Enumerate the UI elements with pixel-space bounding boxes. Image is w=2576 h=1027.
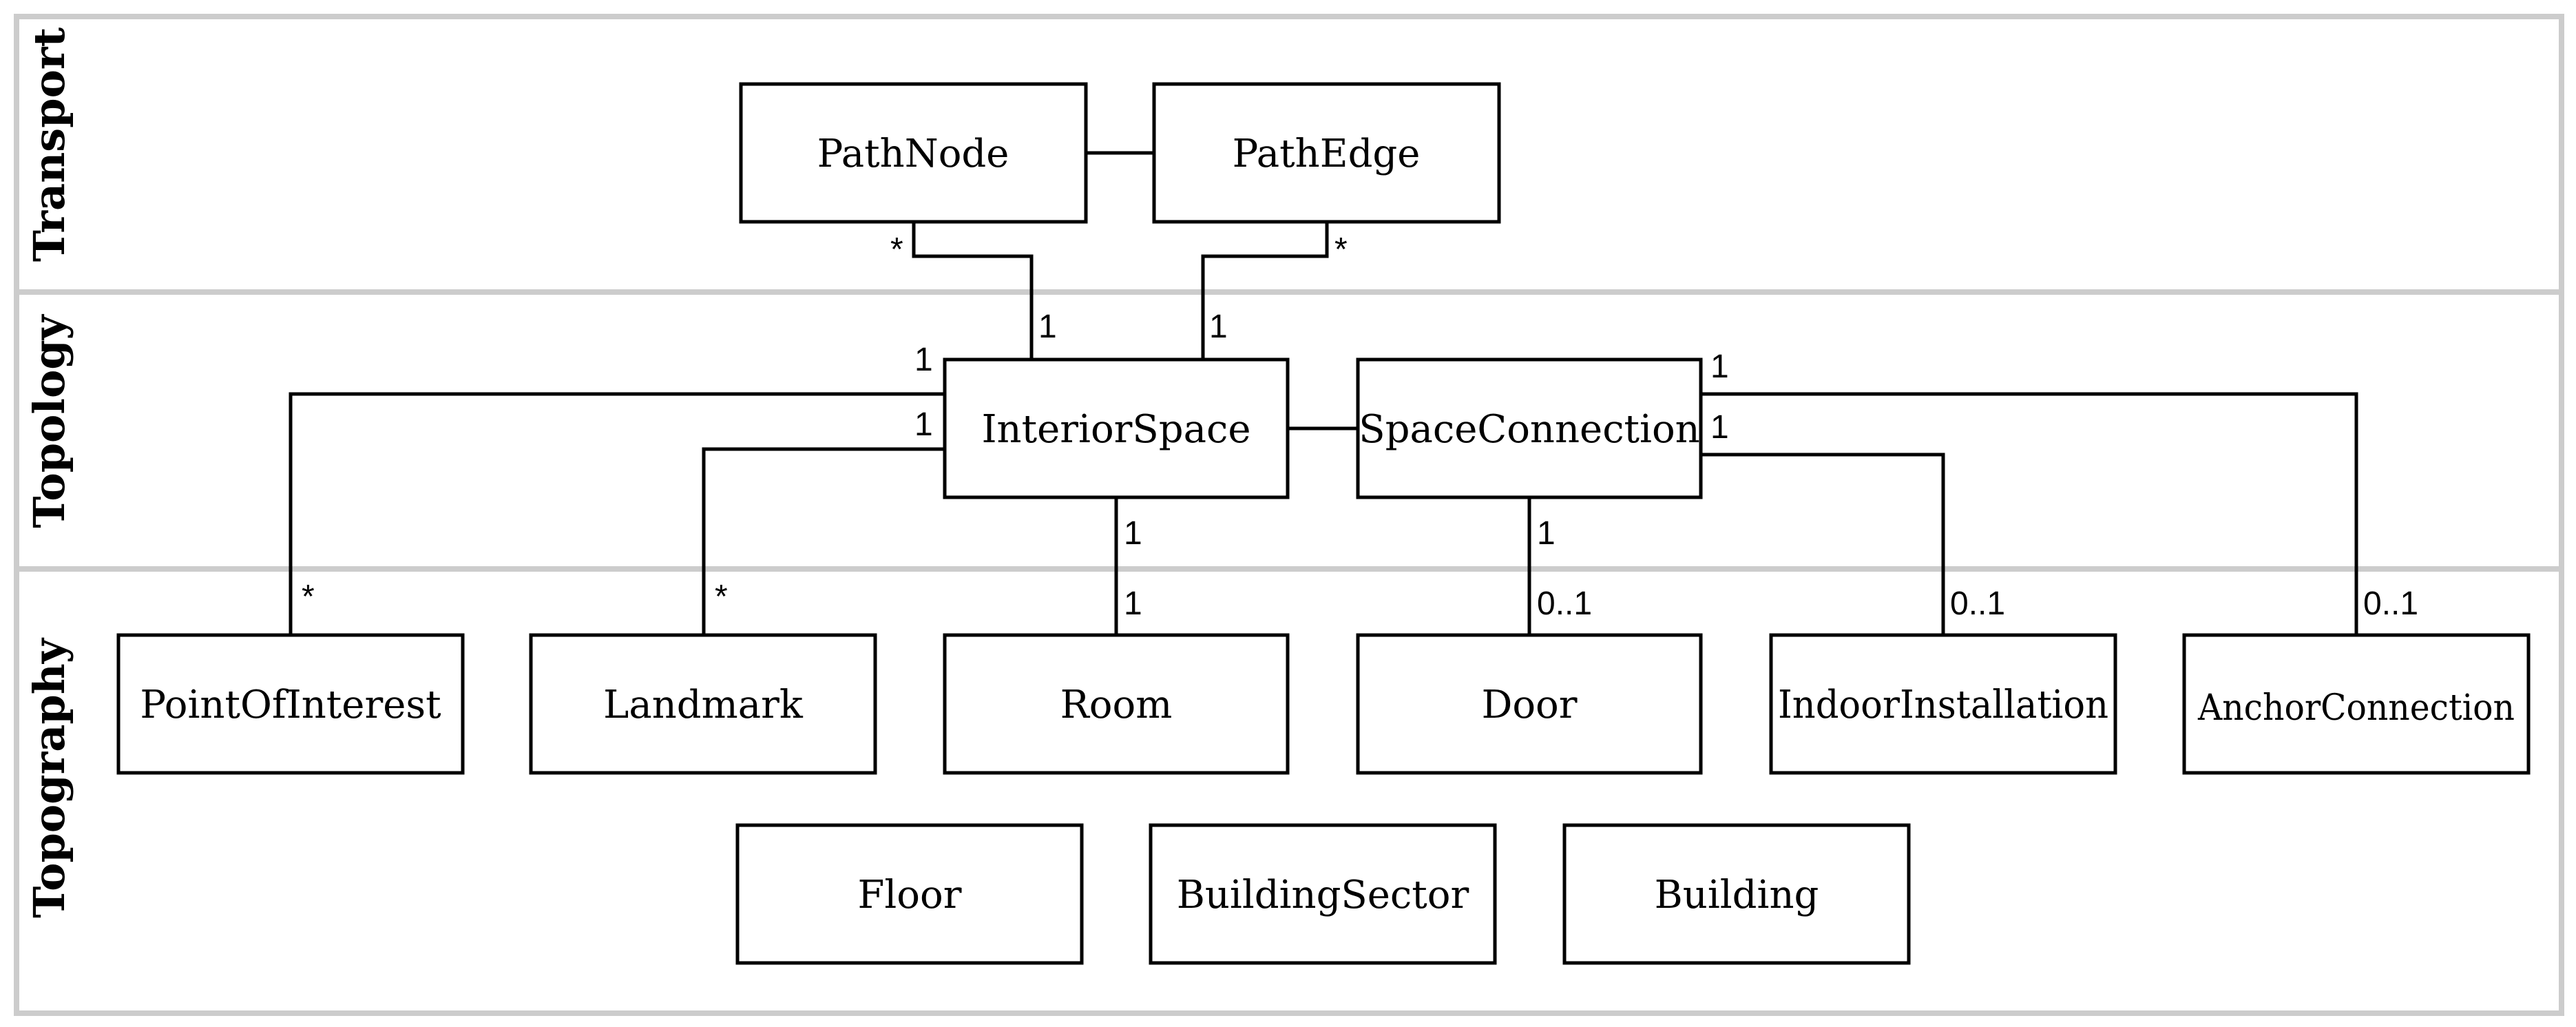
buildingsector-class: BuildingSector — [1149, 823, 1497, 965]
building-label: Building — [1655, 873, 1819, 917]
pointofinterest-label: PointOfInterest — [140, 683, 441, 727]
door-class: Door — [1356, 633, 1703, 775]
multiplicity-label: 1 — [1038, 309, 1057, 345]
pathnode-interiorspace-association — [912, 222, 1034, 360]
indoorinstallation-class: IndoorInstallation — [1769, 633, 2117, 775]
pathedge-interiorspace-association — [1201, 222, 1329, 360]
indoorinstallation-label: IndoorInstallation — [1778, 683, 2108, 727]
building-class: Building — [1562, 823, 1911, 965]
floor-label: Floor — [858, 873, 962, 917]
landmark-class: Landmark — [529, 633, 877, 775]
pathnode-label: PathNode — [817, 132, 1009, 176]
multiplicity-label: * — [1334, 231, 1348, 268]
spaceconnection-anchorconnection-association — [1701, 392, 2358, 635]
pathedge-class: PathEdge — [1152, 82, 1501, 224]
multiplicity-label: 1 — [1537, 515, 1556, 552]
topography-layer-label: Topography — [24, 637, 74, 918]
anchorconnection-label: AnchorConnection — [2197, 687, 2515, 729]
multiplicity-label: 1 — [914, 342, 933, 378]
multiplicity-label: 0..1 — [1537, 585, 1592, 622]
class-boxes: PathNode PathEdge InteriorSpace SpaceCon… — [116, 82, 2531, 965]
topography-layer-band — [14, 566, 2564, 1016]
interiorspace-pointofinterest-association — [289, 392, 945, 635]
layer-bands — [14, 14, 2564, 1016]
room-label: Room — [1060, 683, 1173, 727]
anchorconnection-class: AnchorConnection — [2182, 633, 2531, 775]
door-label: Door — [1481, 683, 1577, 727]
spaceconnection-class: SpaceConnection — [1356, 357, 1703, 499]
multiplicity-label: 0..1 — [1950, 585, 2005, 622]
layer-labels: Transport Topology Topography — [24, 27, 74, 917]
buildingsector-label: BuildingSector — [1177, 873, 1469, 917]
multiplicity-label: 1 — [1124, 585, 1142, 622]
multiplicity-label: 0..1 — [2363, 585, 2418, 622]
multiplicity-label: 1 — [1124, 515, 1142, 552]
pathedge-label: PathEdge — [1233, 132, 1421, 176]
associations — [289, 151, 2358, 635]
multiplicity-label: 1 — [1710, 409, 1729, 446]
floor-class: Floor — [735, 823, 1084, 965]
landmark-label: Landmark — [603, 683, 804, 727]
spaceconnection-label: SpaceConnection — [1359, 407, 1700, 452]
multiplicity-label: 1 — [1209, 309, 1228, 345]
room-class: Room — [943, 633, 1290, 775]
pathnode-class: PathNode — [739, 82, 1088, 224]
multiplicity-label: * — [715, 579, 728, 615]
interiorspace-label: InteriorSpace — [981, 407, 1250, 452]
interiorspace-landmark-association — [702, 447, 945, 635]
pointofinterest-class: PointOfInterest — [116, 633, 465, 775]
multiplicity-labels: * 1 * 1 1 * 1 * 1 1 1 0..1 1 0..1 1 0..1 — [302, 231, 2418, 622]
spaceconnection-indoorinstallation-association — [1701, 453, 1945, 635]
interiorspace-class: InteriorSpace — [943, 357, 1290, 499]
multiplicity-label: * — [302, 579, 315, 615]
transport-layer-label: Transport — [24, 27, 74, 262]
topology-layer-label: Topology — [24, 313, 74, 528]
multiplicity-label: 1 — [1710, 349, 1729, 385]
multiplicity-label: 1 — [914, 406, 933, 443]
multiplicity-label: * — [890, 231, 903, 268]
